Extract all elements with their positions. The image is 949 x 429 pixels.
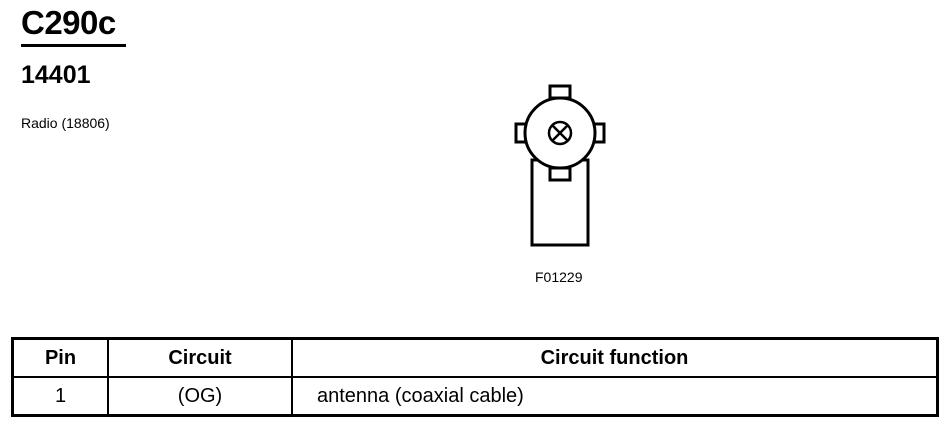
connector-face-diagram: [514, 84, 606, 247]
cell-pin: 1: [11, 376, 109, 417]
pin-terminal-icon: [547, 120, 573, 146]
part-number: 14401: [21, 61, 91, 89]
connector-top-tab: [548, 84, 572, 100]
table-header-row: Pin Circuit Circuit function: [11, 337, 939, 378]
cell-circuit: (OG): [107, 376, 293, 417]
component-name: Radio (18806): [21, 115, 110, 131]
header-circuit-function: Circuit function: [291, 337, 939, 378]
figure-id: F01229: [535, 269, 583, 285]
header-circuit: Circuit: [107, 337, 293, 378]
connector-bottom-tab: [548, 166, 572, 182]
cell-circuit-function: antenna (coaxial cable): [291, 376, 939, 417]
connector-id: C290c: [21, 4, 116, 41]
header-pin: Pin: [11, 337, 109, 378]
title-underline: [21, 44, 126, 47]
pinout-table: Pin Circuit Circuit function 1 (OG) ante…: [11, 337, 939, 417]
table-row: 1 (OG) antenna (coaxial cable): [11, 376, 939, 417]
